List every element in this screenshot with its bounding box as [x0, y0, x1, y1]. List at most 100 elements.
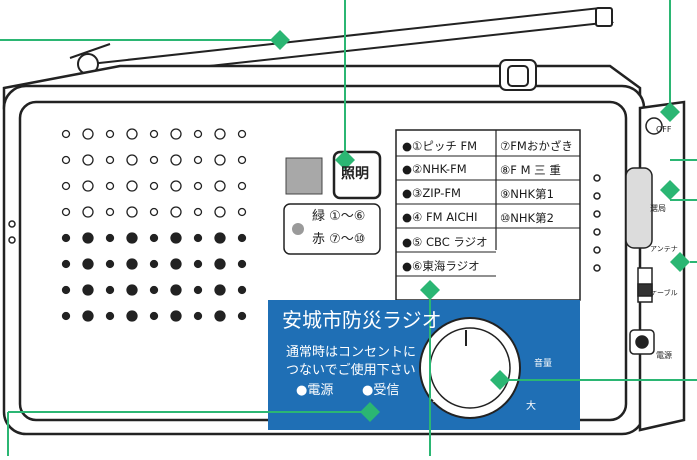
speaker-hole [149, 285, 159, 295]
callout-marker [490, 370, 510, 390]
speaker-hole [149, 129, 159, 139]
speaker-hole [105, 155, 115, 165]
speaker-hole [126, 128, 138, 140]
speaker-hole [82, 232, 94, 244]
speaker-hole [193, 129, 203, 139]
cable-label: ケーブル [650, 289, 678, 297]
speaker-hole [170, 206, 182, 218]
volume-large-label: 大 [526, 401, 536, 412]
speaker-hole [214, 258, 226, 270]
station-item: ⑨NHK第1 [500, 187, 554, 201]
speaker-hole [105, 285, 115, 295]
speaker-hole [149, 181, 159, 191]
speaker-hole [126, 310, 138, 322]
speaker-hole [193, 285, 203, 295]
speaker-hole [170, 258, 182, 270]
speaker-hole [237, 129, 247, 139]
speaker-hole [237, 233, 247, 243]
speaker-hole [193, 233, 203, 243]
speaker-hole [237, 181, 247, 191]
side-controls [625, 117, 663, 355]
right-holes [593, 174, 601, 272]
speaker-hole [170, 284, 182, 296]
speaker-hole [82, 206, 94, 218]
speaker-hole [214, 284, 226, 296]
speaker-hole [82, 154, 94, 166]
speaker-hole [126, 232, 138, 244]
speaker-hole [61, 259, 71, 269]
speaker-hole [82, 310, 94, 322]
speaker-hole [149, 311, 159, 321]
speaker-hole [193, 155, 203, 165]
speaker-hole [170, 310, 182, 322]
light-button-label[interactable]: 照明 [341, 166, 369, 182]
speaker-hole [61, 233, 71, 243]
speaker-hole [237, 311, 247, 321]
speaker-hole [149, 155, 159, 165]
left-side-holes [8, 220, 16, 244]
station-item: ●⑥東海ラジオ [402, 259, 480, 273]
speaker-hole [214, 154, 226, 166]
station-panel [395, 129, 581, 301]
speaker-hole [193, 181, 203, 191]
antenna-label: アンテナ [650, 245, 678, 253]
station-item: ●③ZIP-FM [402, 186, 461, 200]
speaker-hole [105, 233, 115, 243]
device-title: 安城市防災ラジオ [282, 308, 442, 332]
power-indicator-label: ●電源 [296, 383, 334, 398]
speaker-hole [126, 206, 138, 218]
speaker-hole [61, 155, 71, 165]
speaker-hole [149, 233, 159, 243]
receive-indicator-label: ●受信 [362, 383, 400, 398]
tuning-label: 選局 [650, 204, 666, 213]
speaker-hole [61, 311, 71, 321]
station-item: ⑩NHK第2 [500, 211, 554, 225]
off-label: OFF [656, 125, 672, 134]
station-item: ●④ FM AICHI [402, 210, 478, 224]
speaker-hole [61, 181, 71, 191]
station-item: ●①ピッチ FM [402, 139, 478, 153]
speaker-hole [214, 180, 226, 192]
callout-marker [360, 402, 380, 422]
volume-small-label: 小 [430, 393, 440, 404]
station-item: ●⑤ CBC ラジオ [402, 235, 488, 249]
speaker-hole [193, 207, 203, 217]
callout-marker [420, 280, 440, 300]
speaker-hole [170, 232, 182, 244]
speaker-hole [149, 207, 159, 217]
notice-line1: 通常時はコンセントに [286, 345, 417, 360]
speaker-hole [214, 232, 226, 244]
station-item: ⑦FMおかざき [500, 139, 573, 153]
speaker-hole [61, 129, 71, 139]
station-item: ⑧F M 三 重 [500, 163, 561, 177]
speaker-hole [105, 181, 115, 191]
speaker-hole [170, 128, 182, 140]
speaker-hole [126, 180, 138, 192]
speaker-hole [170, 180, 182, 192]
speaker-hole [126, 154, 138, 166]
speaker-hole [193, 259, 203, 269]
speaker-hole [214, 310, 226, 322]
speaker-hole [149, 259, 159, 269]
speaker-hole [214, 206, 226, 218]
handle-clip [499, 59, 537, 91]
speaker-hole [237, 207, 247, 217]
callout-marker [660, 180, 680, 200]
speaker-hole [82, 128, 94, 140]
speaker-hole [82, 258, 94, 270]
notice-line2: つないでご使用下さい [286, 363, 416, 378]
speaker-hole [105, 207, 115, 217]
speaker-hole [126, 258, 138, 270]
speaker-hole [237, 259, 247, 269]
speaker-hole [214, 128, 226, 140]
speaker-hole [61, 285, 71, 295]
speaker-hole [61, 207, 71, 217]
volume-dial [419, 317, 521, 419]
speaker-hole [82, 180, 94, 192]
speaker-hole [237, 155, 247, 165]
legend-red: 赤 ⑦～⑩ [312, 232, 366, 247]
callout-marker [670, 252, 690, 272]
callout-marker [660, 102, 680, 122]
